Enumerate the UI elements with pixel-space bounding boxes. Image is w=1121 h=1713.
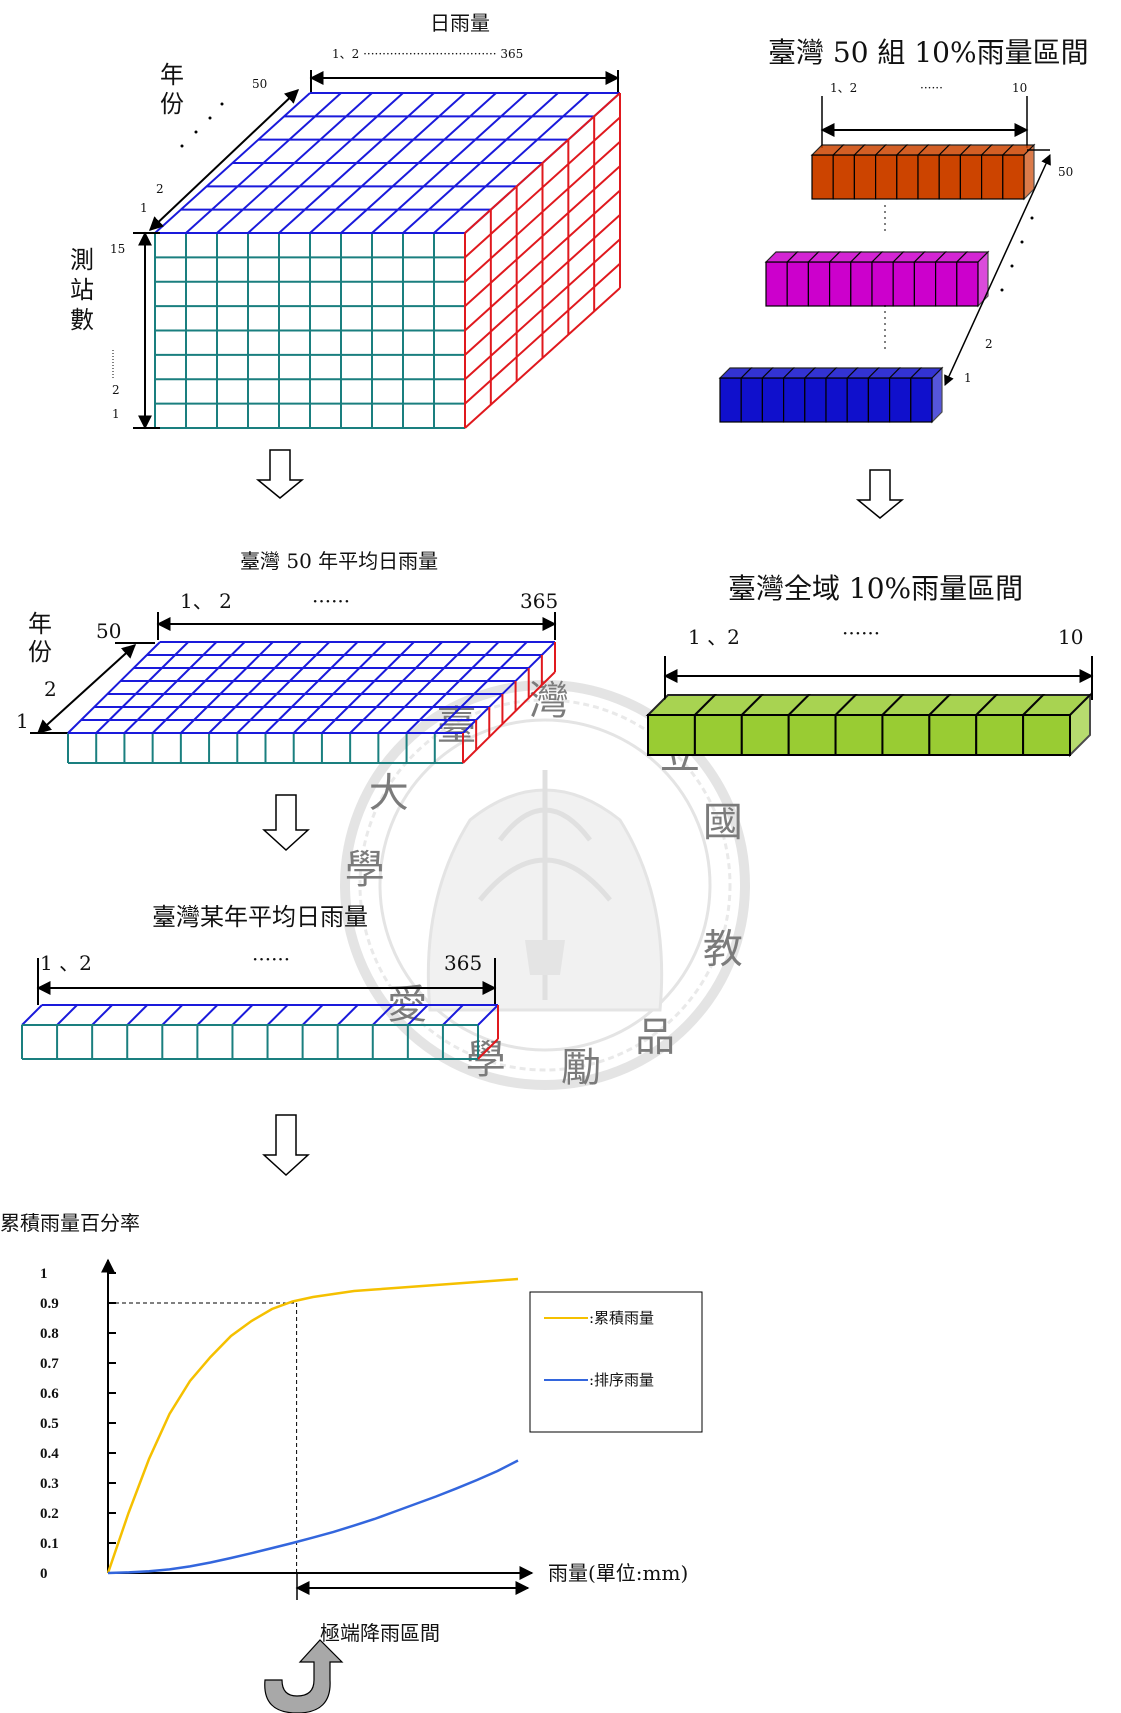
cube-station-max: 15 bbox=[110, 242, 125, 256]
cube-year-max: 50 bbox=[252, 77, 267, 91]
avg50-title: 臺灣 50 年平均日雨量 bbox=[240, 549, 438, 573]
avg50-year-arrow bbox=[36, 644, 137, 734]
watermark-char: 學 bbox=[345, 847, 385, 893]
avg50-range-dots: ······ bbox=[312, 589, 350, 613]
bars50-range-end: 10 bbox=[1012, 81, 1027, 95]
avg50-year-max: 50 bbox=[96, 619, 121, 643]
y-tick-label: 0.6 bbox=[40, 1386, 59, 1402]
u-turn-arrow bbox=[264, 1639, 344, 1713]
avg50-range-end: 365 bbox=[520, 589, 558, 613]
down-arrow-3 bbox=[262, 794, 310, 852]
year-avg-range-start: 1 、2 bbox=[40, 951, 92, 975]
watermark-char: 教 bbox=[703, 926, 743, 972]
watermark-char: 品 bbox=[635, 1015, 675, 1061]
legend-label-cumulative: :累積雨量 bbox=[589, 1309, 654, 1327]
cube-year-arrow bbox=[148, 89, 300, 231]
year-avg-range-dots: ······ bbox=[252, 947, 290, 971]
cube-year-dots bbox=[180, 102, 224, 148]
cube-year-two: 2 bbox=[156, 182, 164, 196]
avg50-slab bbox=[67, 641, 556, 764]
watermark-char: 大 bbox=[369, 771, 409, 817]
y-tick-label: 0.3 bbox=[40, 1476, 59, 1492]
cube-year-label-1: 年 bbox=[160, 61, 184, 89]
cube-station-two: 2 bbox=[112, 383, 120, 397]
y-tick-label: 0.2 bbox=[40, 1506, 59, 1522]
cube-station-label-2: 站 bbox=[70, 276, 94, 304]
y-tick-label: 0.8 bbox=[40, 1326, 59, 1342]
bars50-range-start: 1、2 bbox=[830, 81, 857, 95]
cumulative-rainfall-chart: 累積雨量百分率 雨量(單位:mm) 0 0.1 0.2 0.3 0.4 0.5 0.6 0.7… bbox=[0, 1211, 703, 1645]
bars50-group-arrow bbox=[944, 154, 1051, 386]
extreme-range-label: 極端降雨區間 bbox=[320, 1621, 440, 1645]
bars50-group-two: 2 bbox=[985, 337, 993, 351]
chart-series bbox=[106, 1277, 519, 1575]
y-tick-label: 0.1 bbox=[40, 1536, 59, 1552]
y-tick-label: 0.9 bbox=[40, 1296, 59, 1312]
legend-label-sorted: :排序雨量 bbox=[589, 1371, 654, 1389]
bar-group-middle bbox=[764, 250, 990, 308]
bars50-group-dots bbox=[1000, 216, 1034, 292]
year-avg-range-end: 365 bbox=[444, 951, 482, 975]
cube-station-one: 1 bbox=[112, 407, 120, 421]
cube-station-label-3: 數 bbox=[70, 306, 94, 334]
daily-rainfall-cube bbox=[154, 92, 621, 429]
cube-year-one: 1 bbox=[140, 201, 148, 215]
avg50-year-one: 1 bbox=[16, 709, 29, 733]
chart-y-ticks: 0 0.1 0.2 0.3 0.4 0.5 0.6 0.7 0.8 0.9 1 bbox=[40, 1266, 116, 1582]
year-avg-title: 臺灣某年平均日雨量 bbox=[152, 903, 368, 931]
bars50-group-one: 1 bbox=[964, 371, 972, 385]
y-tick-label: 1 bbox=[40, 1266, 48, 1282]
chart-xlabel: 雨量(單位:mm) bbox=[548, 1561, 688, 1585]
y-tick-label: 0.7 bbox=[40, 1356, 59, 1372]
down-arrow-1 bbox=[255, 449, 305, 499]
y-tick-label: 0.4 bbox=[40, 1446, 59, 1462]
cube-top-label: 日雨量 bbox=[430, 11, 490, 35]
chart-reference-lines bbox=[108, 1302, 298, 1573]
global10-title: 臺灣全域 10%雨量區間 bbox=[728, 572, 1023, 605]
avg50-year-two: 2 bbox=[44, 677, 57, 701]
bars50-title: 臺灣 50 組 10%雨量區間 bbox=[768, 36, 1089, 69]
y-tick-label: 0.5 bbox=[40, 1416, 59, 1432]
avg50-year-label-1: 年 bbox=[28, 610, 52, 638]
avg50-range-start: 1、 2 bbox=[180, 589, 232, 613]
global10-bar bbox=[645, 692, 1093, 758]
bar-group-50 bbox=[810, 143, 1036, 201]
bars50-range-dots: ······ bbox=[920, 81, 943, 95]
cube-range-label: 1、2 ··································· … bbox=[332, 47, 523, 61]
cube-year-label-2: 份 bbox=[160, 90, 184, 118]
series-cumulative-line bbox=[106, 1277, 519, 1574]
global10-range-start: 1 、2 bbox=[688, 625, 740, 649]
global10-range-end: 10 bbox=[1058, 625, 1083, 649]
watermark-char: 國 bbox=[703, 800, 743, 846]
chart-ylabel: 累積雨量百分率 bbox=[0, 1211, 140, 1235]
watermark-char: 灣 bbox=[529, 678, 569, 724]
bar-group-1 bbox=[718, 366, 944, 424]
cube-station-label-1: 測 bbox=[70, 246, 94, 274]
global10-range-dots: ······ bbox=[842, 621, 880, 645]
down-arrow-2 bbox=[855, 469, 905, 519]
down-arrow-4 bbox=[262, 1114, 310, 1177]
y-tick-label: 0 bbox=[40, 1566, 48, 1582]
avg50-year-label-2: 份 bbox=[28, 638, 52, 666]
year-avg-strip bbox=[21, 1004, 499, 1060]
chart-legend bbox=[529, 1291, 703, 1433]
bars50-group-top: 50 bbox=[1058, 165, 1073, 179]
watermark-char: 勵 bbox=[561, 1045, 601, 1091]
series-sorted-line bbox=[107, 1459, 519, 1575]
